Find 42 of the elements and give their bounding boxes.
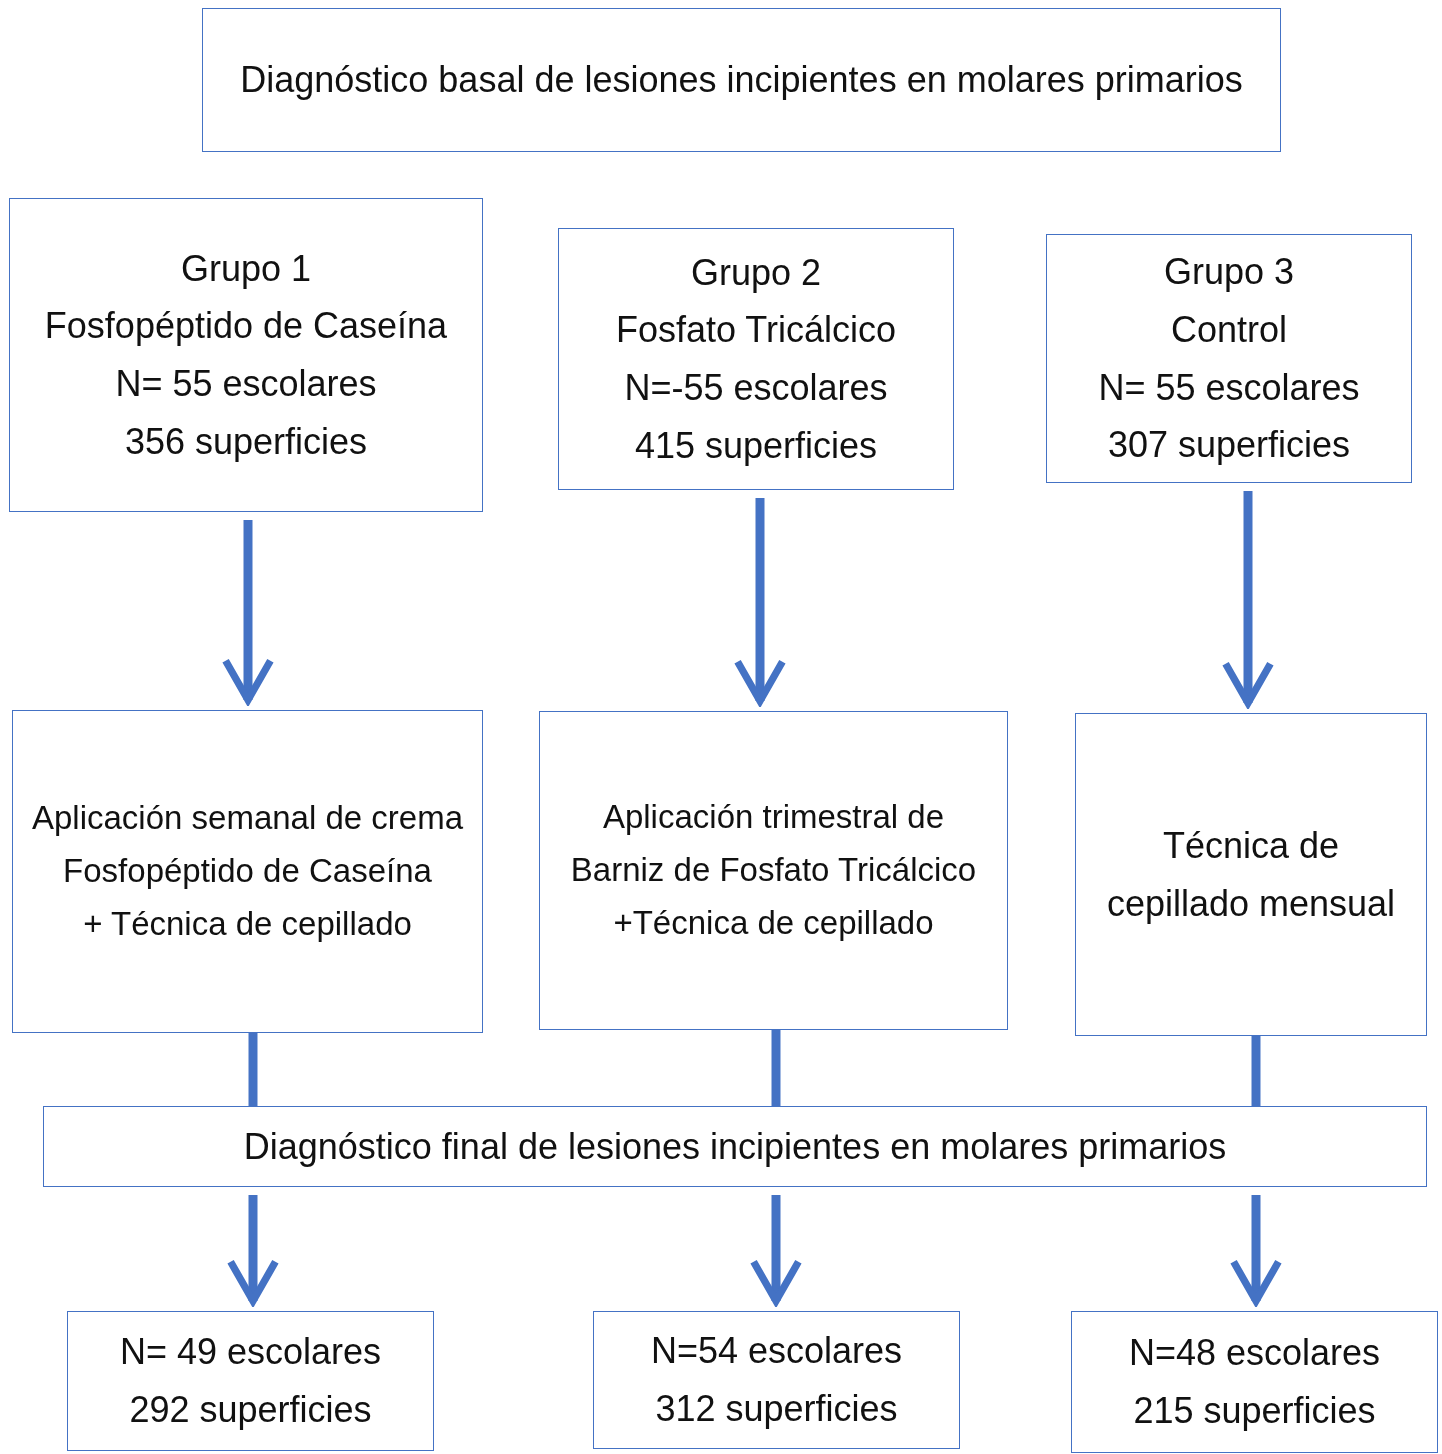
box-text: +Técnica de cepillado xyxy=(613,902,934,943)
arrow xyxy=(1229,1195,1283,1305)
box-text: Diagnóstico basal de lesiones incipientes en molares primarios xyxy=(240,58,1243,103)
process-box xyxy=(558,228,954,490)
arrow xyxy=(1221,491,1275,707)
process-box xyxy=(1075,713,1427,1036)
process-box xyxy=(43,1106,1427,1187)
process-box xyxy=(593,1311,960,1449)
box-text: N= 55 escolares xyxy=(1098,365,1360,410)
box-text: 312 superficies xyxy=(655,1387,898,1431)
box-text: N= 49 escolares xyxy=(119,1330,382,1375)
box-text: + Técnica de cepillado xyxy=(83,903,412,944)
box-text: 292 superficies xyxy=(129,1388,372,1432)
process-box xyxy=(1071,1311,1438,1453)
process-box xyxy=(9,198,483,512)
arrow xyxy=(221,520,275,704)
box-text: 215 superficies xyxy=(1133,1389,1376,1433)
box-text: Fosfopéptido de Caseína xyxy=(44,304,448,349)
box-text: Grupo 3 xyxy=(1163,250,1295,295)
box-text: 307 superficies xyxy=(1107,423,1351,468)
box-text: N= 55 escolares xyxy=(115,362,377,406)
box-text: Grupo 1 xyxy=(180,246,312,291)
box-text: Diagnóstico final de lesiones incipientes en molares primarios xyxy=(243,1124,1227,1169)
box-text: Aplicación trimestral de Barniz de Fosfato Tricálcico xyxy=(569,797,978,891)
arrow xyxy=(749,1195,803,1305)
box-text: 415 superficies xyxy=(634,423,878,468)
box-text: N=54 escolares xyxy=(650,1329,903,1374)
box-text: Aplicación semanal de crema Fosfopéptido de Caseína xyxy=(30,798,464,892)
box-text: Control xyxy=(1170,307,1288,352)
box-text: Grupo 2 xyxy=(690,250,822,295)
arrow xyxy=(733,498,787,705)
box-text: Técnica de cepillado mensual xyxy=(1105,823,1397,926)
process-box xyxy=(202,8,1281,152)
box-text: Fosfato Tricálcico xyxy=(615,308,897,353)
box-text: N=-55 escolares xyxy=(624,366,888,410)
process-box xyxy=(1046,234,1412,483)
process-box xyxy=(67,1311,434,1451)
arrow xyxy=(226,1195,280,1305)
box-text: N=48 escolares xyxy=(1128,1331,1381,1376)
process-box xyxy=(12,710,483,1033)
process-box xyxy=(539,711,1008,1030)
box-text: 356 superficies xyxy=(124,419,368,464)
